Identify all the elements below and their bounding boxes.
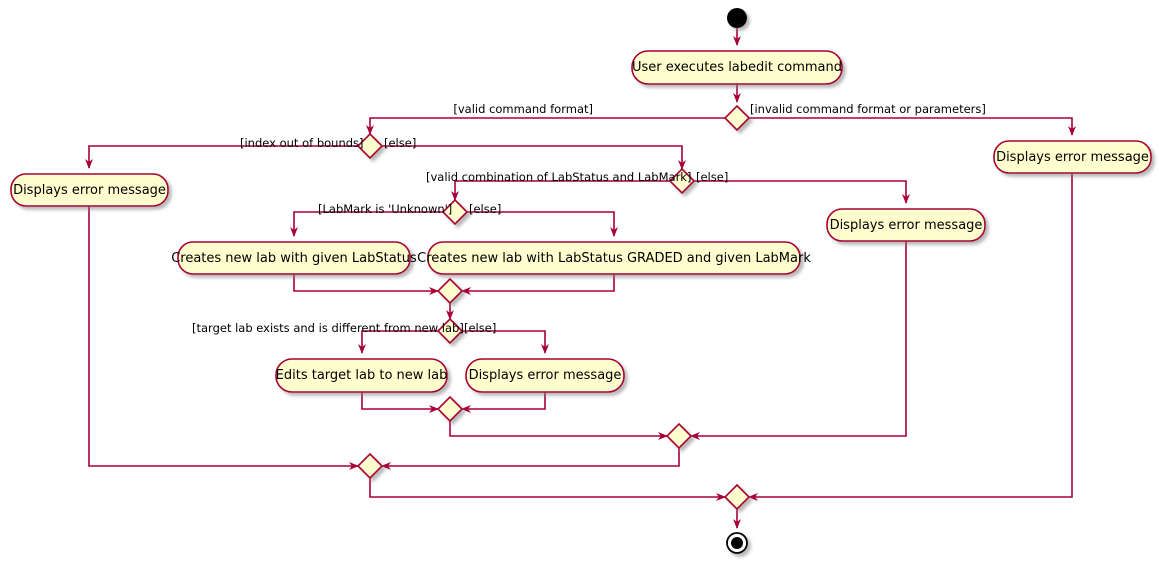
edge-m4-to-m5 [369, 478, 726, 501]
end-node [726, 532, 748, 554]
edge-a3-to-m4 [88, 206, 359, 470]
node-layer [10, 8, 1152, 554]
activity-node-a4 [826, 208, 986, 242]
activity-node-a6 [427, 241, 801, 275]
edge-d3-to-d4 [451, 180, 670, 201]
edge-a6-to-m1 [461, 274, 615, 295]
decision-node-d3 [668, 167, 696, 195]
activity-node-a2 [993, 140, 1152, 174]
edge-d4-to-a6 [467, 211, 618, 237]
merge-node-m5 [723, 483, 751, 511]
activity-node-a7 [275, 358, 448, 393]
edge-a4-to-m3 [690, 241, 907, 440]
decision-node-d1 [723, 104, 751, 132]
activity-node-a8 [465, 358, 625, 393]
decision-node-d5 [436, 317, 464, 345]
decision-node-d2 [356, 132, 384, 160]
edge-m2-to-m3 [449, 421, 668, 440]
merge-node-m4 [356, 452, 384, 480]
edge-a7-to-m2 [361, 392, 439, 413]
edge-a8-to-m2 [461, 392, 546, 413]
merge-node-m3 [665, 422, 693, 450]
edge-m3-to-m4 [381, 448, 680, 470]
activity-node-a1 [631, 50, 843, 85]
decision-node-d4 [441, 198, 469, 226]
activity-node-a5 [177, 241, 411, 275]
edge-d2-to-a3 [85, 145, 358, 169]
edge-d1-to-a2 [749, 117, 1076, 136]
edge-d1-to-d2 [366, 117, 725, 135]
activity-node-a3 [10, 173, 169, 207]
edge-d5-to-a8 [462, 330, 549, 354]
edge-layer [85, 28, 1076, 529]
merge-node-m1 [436, 277, 464, 305]
start-node [727, 8, 747, 28]
merge-node-m2 [436, 395, 464, 423]
edge-d2-to-d3 [382, 145, 686, 170]
edge-d3-to-a4 [694, 180, 910, 204]
edge-a5-to-m1 [293, 274, 439, 295]
edge-d4-to-a5 [290, 211, 443, 237]
edge-d5-to-a7 [358, 330, 438, 354]
edge-a2-to-m5 [748, 173, 1073, 501]
